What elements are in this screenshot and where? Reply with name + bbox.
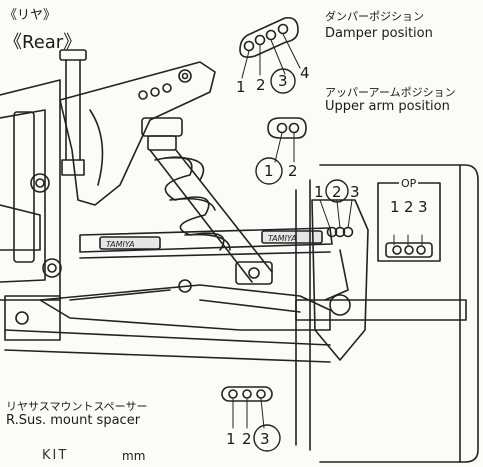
damper-position-1: 1: [236, 78, 246, 96]
spacer-label-jp: リヤサスマウントスペーサー: [6, 400, 148, 413]
title-jp: 《リヤ》: [4, 8, 57, 23]
spacer-position-1: 1: [226, 430, 236, 448]
op-position-1: 1: [390, 198, 400, 216]
rod-brand-mark: TAMIYA: [268, 234, 297, 243]
spacer-position-2: 2: [242, 430, 252, 448]
op-option-box: [377, 182, 441, 262]
upper-arm-label-jp: アッパーアームポジション: [325, 86, 456, 99]
hub-position-2: 2: [332, 183, 342, 201]
hub-position-1: 1: [314, 183, 324, 201]
coilover-shock: [141, 117, 273, 285]
rear-wheel: [295, 164, 479, 463]
hub-position-callout: [319, 179, 353, 229]
damper-position-holes: [239, 16, 301, 94]
damper-position-4: 4: [300, 64, 310, 82]
spacer-label-en: R.Sus. mount spacer: [6, 413, 141, 428]
chassis-frame: [0, 79, 62, 341]
spacer-holes: [221, 386, 281, 452]
spacer-position-3: 3: [260, 430, 270, 448]
damper-label-en: Damper position: [325, 26, 433, 41]
hub-position-3: 3: [350, 183, 360, 201]
lower-arm: [4, 279, 331, 363]
rear-hub: [311, 199, 369, 361]
shock-brand-mark: TAMIYA: [106, 240, 135, 249]
upper-arm-position-2: 2: [288, 162, 298, 180]
handwritten-kit-note: KIT: [42, 448, 69, 463]
title-en: 《Rear》: [4, 32, 82, 53]
upper-arm: [79, 227, 333, 259]
shock-tower: [59, 61, 216, 206]
upper-arm-label-en: Upper arm position: [325, 99, 450, 114]
unit-mm: mm: [122, 449, 146, 463]
op-title: OP: [399, 177, 419, 190]
damper-position-2: 2: [256, 76, 266, 94]
damper-position-3: 3: [278, 72, 288, 90]
damper-label-jp: ダンパーポジション: [325, 10, 424, 23]
op-position-3: 3: [418, 198, 428, 216]
upper-arm-position-holes: [255, 117, 307, 185]
upper-arm-position-1: 1: [264, 162, 274, 180]
op-position-2: 2: [404, 198, 414, 216]
body-post: [59, 49, 87, 176]
